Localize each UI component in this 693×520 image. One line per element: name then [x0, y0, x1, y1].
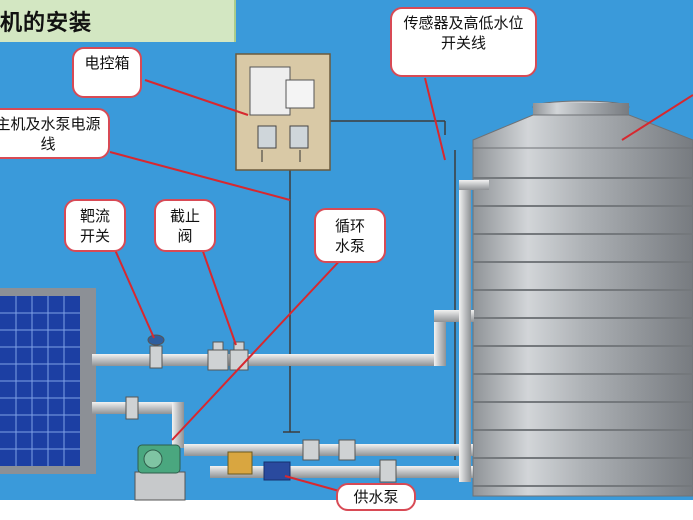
- heat-pump-unit: [0, 288, 96, 474]
- wiring-lines: [283, 120, 456, 460]
- water-tank: [472, 100, 693, 497]
- callout-sensor: 传感器及高低水位开关线: [390, 7, 537, 77]
- callout-control-box: 电控箱: [72, 47, 142, 98]
- tank-bands: [473, 177, 693, 487]
- title-bar: 机的安装: [0, 0, 236, 42]
- page-title: 机的安装: [0, 11, 93, 36]
- supply-pump: [227, 451, 291, 481]
- callout-circulation-pump: 循环水泵: [314, 208, 386, 263]
- callout-supply-pump: 供水泵: [336, 483, 416, 511]
- control-box: [235, 53, 331, 171]
- callout-stop-valve: 截止阀: [154, 199, 216, 252]
- valves: [125, 334, 397, 483]
- callout-flow-switch: 靶流开关: [64, 199, 126, 252]
- callout-power-line: 主机及水泵电源线: [0, 108, 110, 159]
- circulation-pump: [134, 444, 186, 501]
